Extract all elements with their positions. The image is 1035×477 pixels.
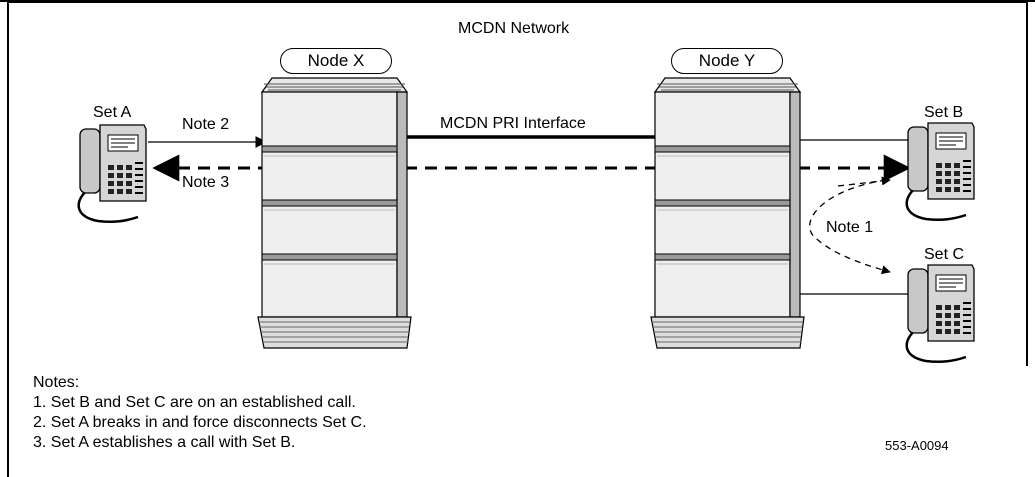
- set-a-phone-icon: [77, 123, 148, 224]
- note3-label: Note 3: [182, 174, 230, 191]
- node-x-label: Node X: [280, 48, 392, 74]
- diagram-title: MCDN Network: [458, 20, 570, 37]
- set-b-phone-icon: [905, 121, 976, 222]
- node-x-switch-icon: [257, 77, 412, 349]
- note1-curve: [808, 179, 891, 275]
- figure-code: 553-A0094: [885, 438, 949, 453]
- note-item-3: 3. Set A establishes a call with Set B.: [33, 434, 296, 451]
- notes-block: Notes: 1. Set B and Set C are on an esta…: [33, 373, 367, 453]
- note2-label: Note 2: [182, 116, 230, 133]
- note-item-2: 2. Set A breaks in and force disconnects…: [33, 414, 367, 431]
- set-c-phone-icon: [905, 263, 976, 364]
- note-item-1: 1. Set B and Set C are on an established…: [33, 394, 356, 411]
- node-y-switch-icon: [650, 77, 805, 349]
- pri-interface-label: MCDN PRI Interface: [440, 115, 586, 132]
- node-y-label: Node Y: [671, 48, 783, 74]
- set-b-label: Set B: [924, 104, 964, 121]
- set-c-label: Set C: [924, 246, 965, 263]
- notes-heading: Notes:: [33, 374, 80, 391]
- note1-label: Note 1: [826, 219, 874, 236]
- set-a-label: Set A: [93, 104, 132, 121]
